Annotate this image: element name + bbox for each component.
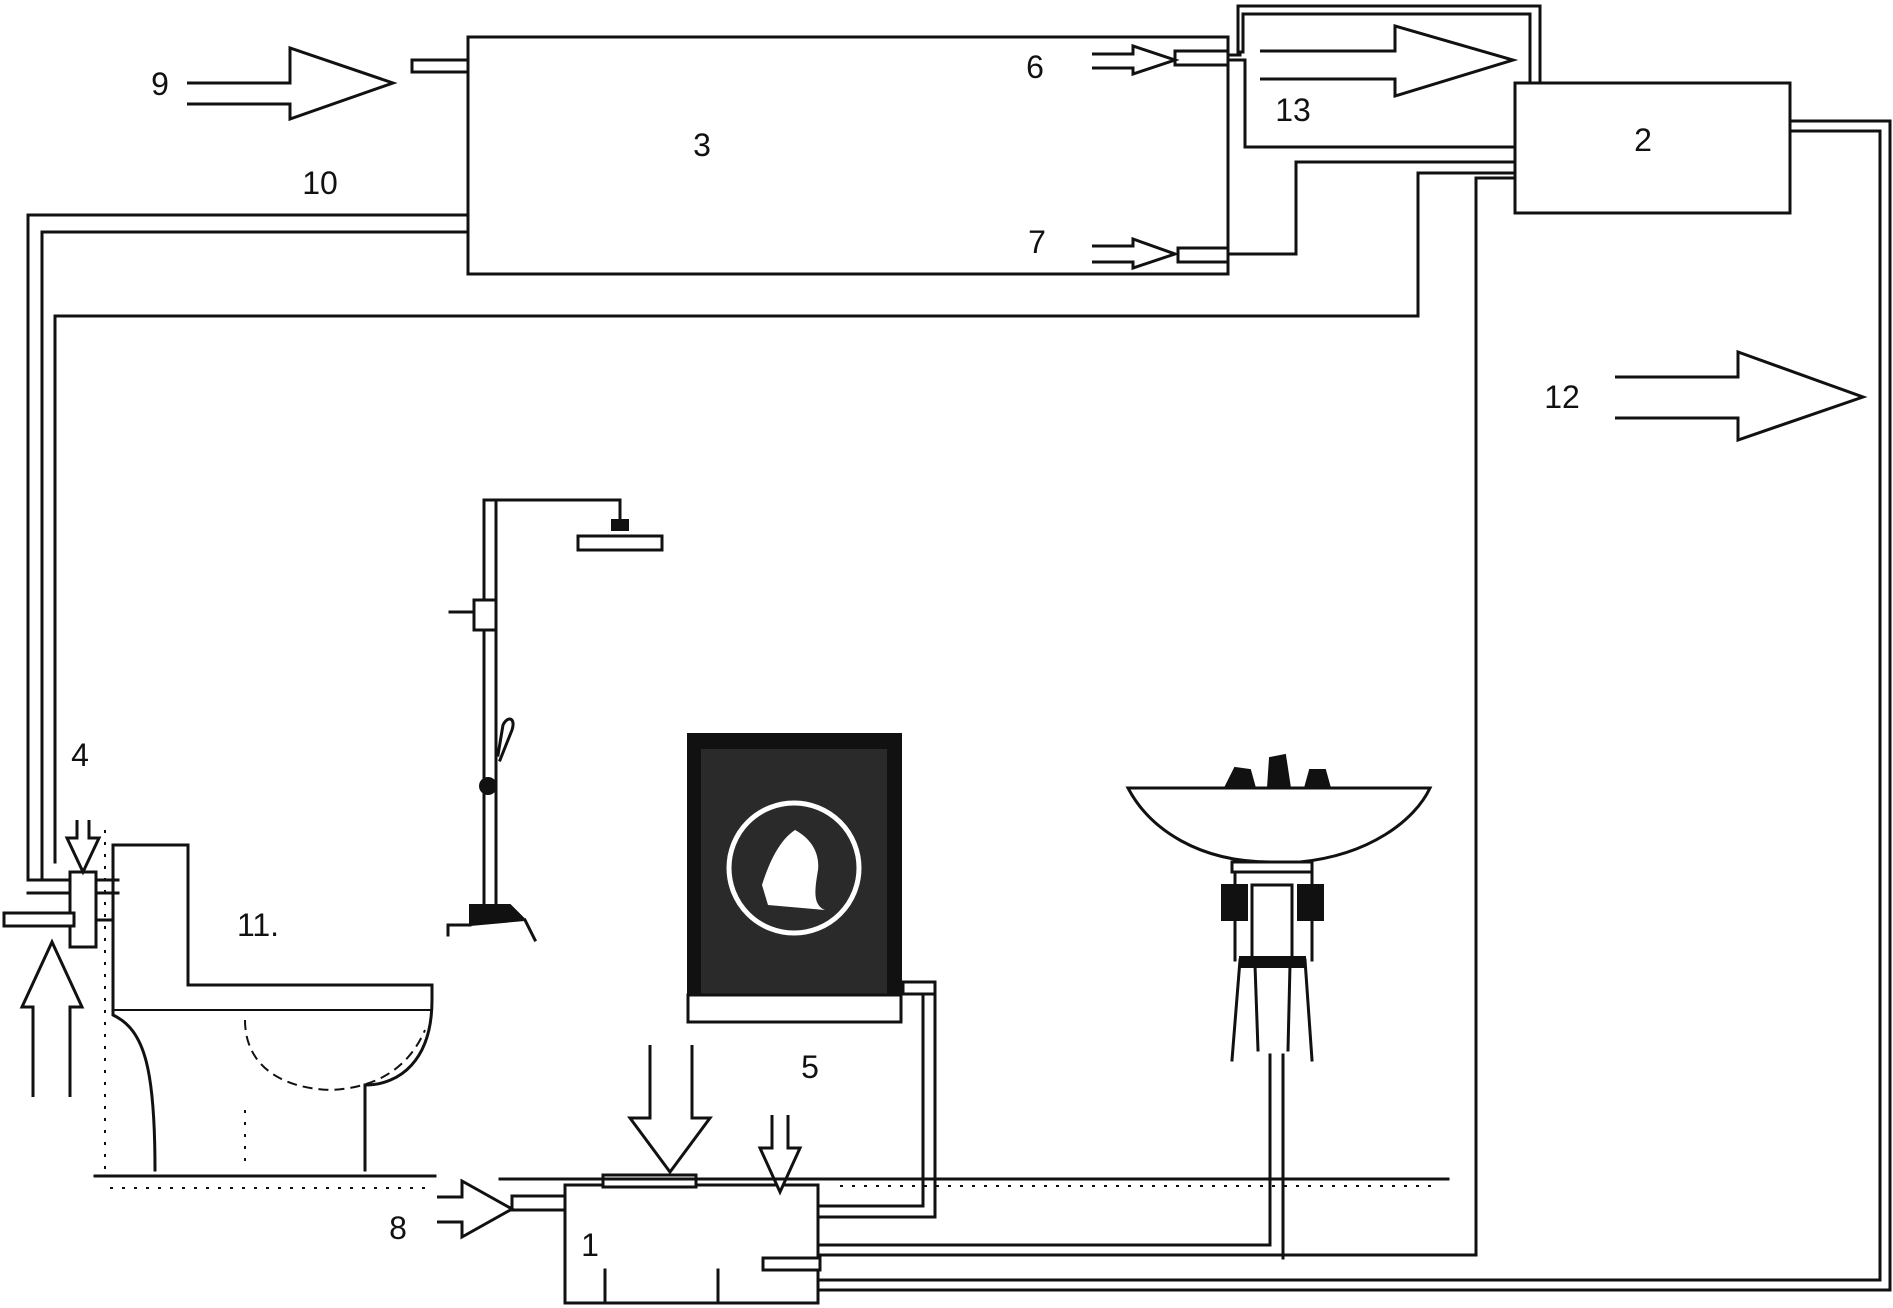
shower-fixture: [446, 498, 664, 943]
arrow-8: [437, 1178, 516, 1240]
label-inlet-7: 7: [1028, 224, 1046, 260]
pipe-10-outer: [26, 213, 470, 882]
heat-pump-unit-box: [1513, 81, 1792, 215]
arrow-9: [187, 45, 398, 122]
inlet-9-stub: [410, 58, 470, 74]
pipe-loop-outer: [1226, 4, 1542, 85]
label-pipe-10: 10: [302, 165, 338, 201]
sink-fixture: [1125, 753, 1433, 1062]
toilet-fixture: [104, 830, 434, 1175]
label-washing-machine: 5: [801, 1049, 819, 1085]
label-flow-13: 13: [1275, 92, 1311, 128]
arrow-7: [1092, 236, 1180, 271]
label-heat-pump-unit: 2: [1634, 122, 1652, 158]
floor-hatching: [110, 1185, 1440, 1189]
label-sewage-tank: 1: [581, 1227, 599, 1263]
sewage-tank-box: [563, 1183, 820, 1305]
arrow-6: [1092, 43, 1180, 77]
label-inlet-6: 6: [1026, 49, 1044, 85]
label-outlet-12: 12: [1544, 379, 1580, 415]
arrow-4: [64, 820, 102, 876]
water-heater-tank-box: [466, 35, 1230, 276]
inlet-7-stub: [1176, 246, 1230, 264]
label-inlet-9: 9: [151, 66, 169, 102]
sewage-outlet-stub: [761, 1256, 822, 1272]
pipe-2-to-valve-a: [53, 171, 1517, 864]
pipe-2-to-sewage-b-inner: [816, 129, 1882, 1282]
inlet-6-stub: [1173, 49, 1230, 67]
arrow-into-sewage-tank: [627, 1045, 713, 1175]
sink-drain-inner: [816, 1053, 1272, 1247]
inlet-8-stub: [510, 1194, 567, 1212]
pipe-loop-inner: [1238, 12, 1532, 85]
pipe-2-to-sewage-b-outer: [816, 119, 1892, 1292]
washer-drain-inner: [816, 986, 925, 1208]
valve-outlet-stub: [2, 911, 76, 928]
washing-machine: [686, 733, 937, 1024]
label-mixing-valve: 4: [71, 737, 89, 773]
pipe-2-to-sewage-a: [816, 176, 1517, 1257]
arrow-12: [1615, 349, 1868, 443]
pipe-10-inner: [40, 230, 470, 882]
label-inlet-8: 8: [389, 1210, 407, 1246]
arrow-13: [1260, 24, 1519, 99]
mixing-valve-body: [68, 870, 98, 949]
sewage-tank-lid: [601, 1173, 698, 1189]
arrow-sewage-tank-inner: [757, 1115, 803, 1196]
label-water-heater-tank: 3: [693, 127, 711, 163]
pipe-7-to-2: [1226, 160, 1517, 256]
arrow-toilet-inlet: [19, 938, 85, 1097]
pipe-3-to-2-upper: [1226, 58, 1517, 149]
label-toilet: 11.: [237, 907, 279, 943]
washer-drain-outer: [816, 986, 937, 1219]
